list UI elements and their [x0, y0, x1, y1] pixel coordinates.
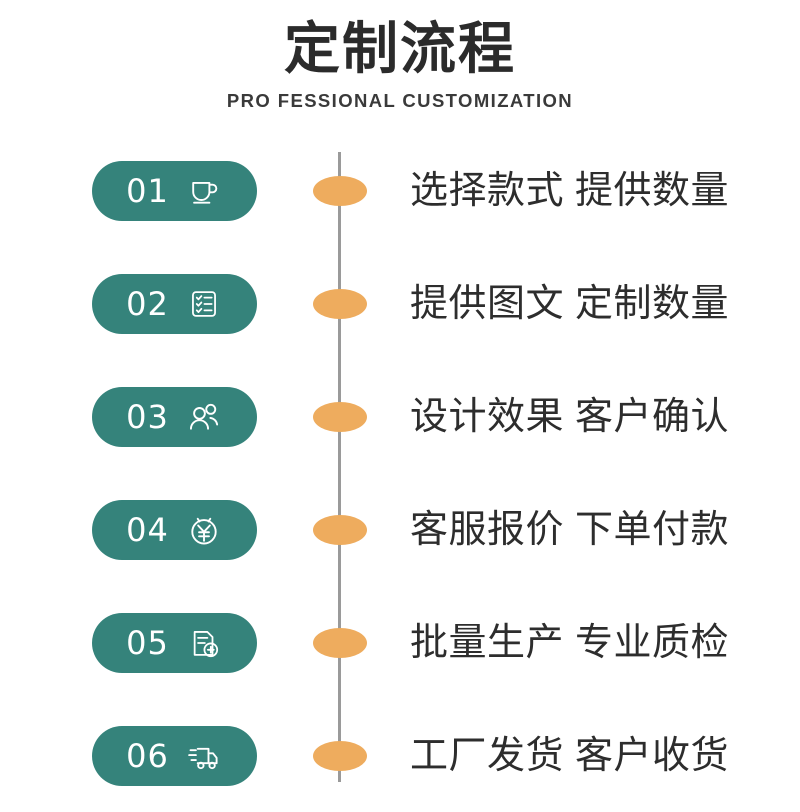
- step-label: 批量生产 专业质检: [410, 621, 730, 664]
- step-number: 01: [126, 171, 169, 210]
- step-badge-01[interactable]: 01: [92, 160, 257, 221]
- timeline-node: [313, 740, 367, 771]
- timeline-rail: [338, 152, 341, 782]
- step-label: 提供图文 定制数量: [410, 282, 730, 325]
- step-label: 客服报价 下单付款: [410, 508, 730, 551]
- page-subtitle: PRO FESSIONAL CUSTOMIZATION: [226, 90, 574, 111]
- step-number: 03: [126, 397, 169, 436]
- timeline-node: [313, 514, 367, 545]
- step-badge-03[interactable]: 03: [92, 386, 257, 447]
- timeline-node: [313, 627, 367, 658]
- step-number: 06: [126, 736, 169, 775]
- inspection-document-icon: [185, 624, 223, 662]
- list-item[interactable]: 02 提供图文 定制数量: [0, 247, 800, 360]
- step-number: 04: [126, 510, 169, 549]
- cup-icon: [185, 172, 223, 210]
- step-label: 工厂发货 客户收货: [410, 734, 730, 777]
- step-number: 02: [126, 284, 169, 323]
- list-item[interactable]: 04 客服报价 下单付款: [0, 473, 800, 586]
- timeline-node: [313, 175, 367, 206]
- page-header: 定制流程 PRO FESSIONAL CUSTOMIZATION: [0, 0, 800, 112]
- delivery-truck-icon: [185, 737, 223, 775]
- step-badge-02[interactable]: 02: [92, 273, 257, 334]
- step-badge-05[interactable]: 05: [92, 612, 257, 673]
- list-item[interactable]: 05 批量生产 专业质检: [0, 586, 800, 699]
- step-label: 设计效果 客户确认: [410, 395, 730, 438]
- list-item[interactable]: 06 工厂发货 客户收货: [0, 699, 800, 812]
- page-title: 定制流程: [284, 17, 516, 80]
- list-item[interactable]: 03 设计效果 客户确认: [0, 360, 800, 473]
- yuan-coin-icon: [185, 511, 223, 549]
- step-badge-04[interactable]: 04: [92, 499, 257, 560]
- step-number: 05: [126, 623, 169, 662]
- timeline-node: [313, 401, 367, 432]
- timeline-node: [313, 288, 367, 319]
- checklist-icon: [185, 285, 223, 323]
- step-label: 选择款式 提供数量: [410, 169, 730, 212]
- step-badge-06[interactable]: 06: [92, 725, 257, 786]
- process-steps-list: 01 选择款式 提供数量 02: [0, 134, 800, 812]
- users-icon: [185, 398, 223, 436]
- list-item[interactable]: 01 选择款式 提供数量: [0, 134, 800, 247]
